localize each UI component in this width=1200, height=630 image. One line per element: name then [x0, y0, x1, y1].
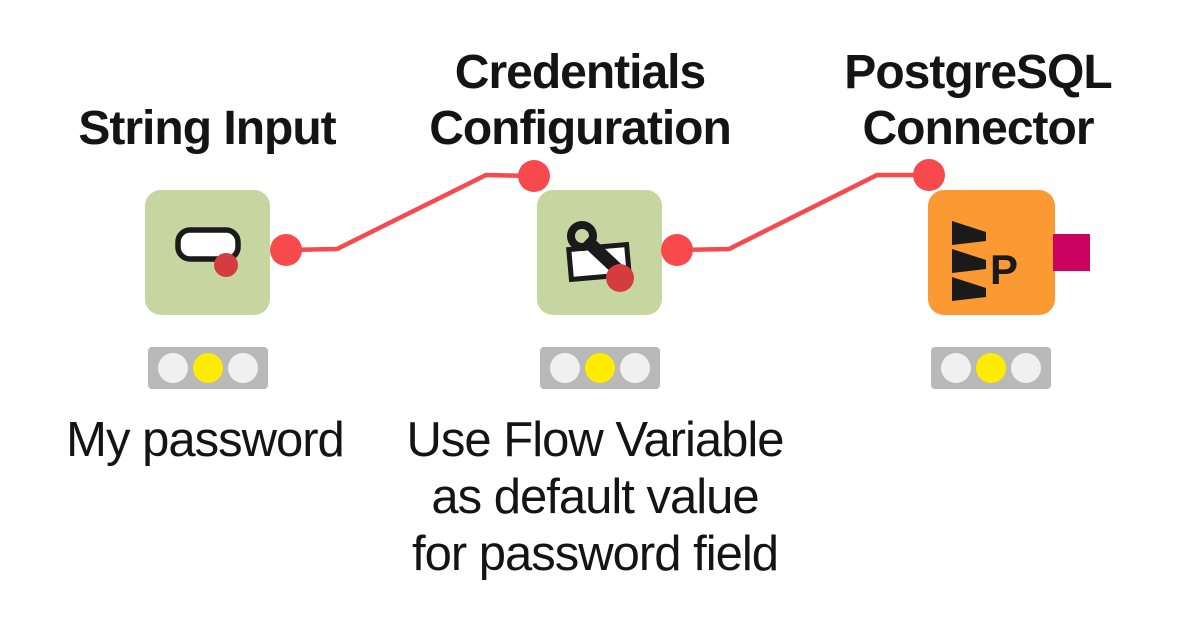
input-port-credentials-configuration[interactable]	[518, 160, 550, 192]
node-label-string-input: My password	[66, 413, 345, 467]
connection-line[interactable]	[285, 172, 535, 253]
node-postgresql-connector[interactable]: P	[928, 190, 1055, 315]
key-credential-icon	[566, 221, 634, 292]
node-title-credentials-configuration: Credentials Configuration	[429, 46, 732, 155]
output-port-string-input[interactable]	[270, 234, 302, 266]
status-light-green-off	[1011, 353, 1041, 383]
node-string-input[interactable]	[145, 190, 270, 315]
node-title-postgresql-connector: PostgreSQL Connector	[844, 46, 1112, 155]
status-light-green-off	[228, 353, 258, 383]
status-light-yellow-on	[585, 353, 615, 383]
status-light-yellow-on	[193, 353, 223, 383]
database-p-icon: P	[952, 221, 1018, 301]
status-light-red-off	[158, 353, 188, 383]
node-title-string-input: String Input	[78, 102, 336, 155]
status-light-red-off	[550, 353, 580, 383]
output-port-credentials-configuration[interactable]	[661, 234, 693, 266]
input-port-postgresql-connector[interactable]	[913, 159, 945, 191]
status-light-yellow-on	[976, 353, 1006, 383]
text-field-icon	[175, 227, 241, 277]
connection-line[interactable]	[676, 172, 929, 253]
status-traffic-light	[931, 347, 1051, 389]
node-credentials-configuration[interactable]	[537, 190, 662, 315]
status-light-green-off	[620, 353, 650, 383]
status-traffic-light	[540, 347, 660, 389]
node-label-credentials-configuration: Use Flow Variable as default value for p…	[406, 413, 785, 581]
output-port-db-connection[interactable]	[1053, 234, 1090, 271]
status-light-red-off	[941, 353, 971, 383]
status-traffic-light	[148, 347, 268, 389]
svg-text:P: P	[990, 246, 1018, 293]
